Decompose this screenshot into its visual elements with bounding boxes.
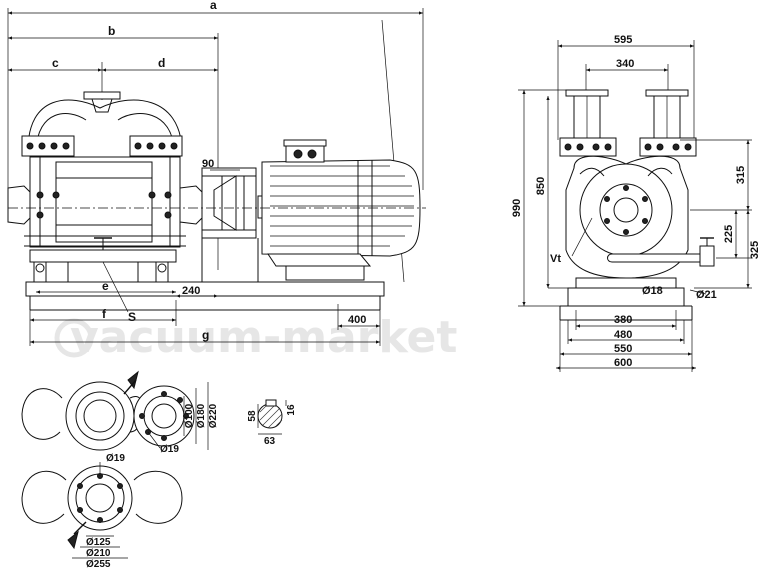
dim-o255-label: Ø255 xyxy=(86,559,111,570)
dim-400-label: 400 xyxy=(348,314,366,326)
dim-o100-top-label: Ø100 xyxy=(184,403,195,428)
dim-f-label: f xyxy=(102,307,107,321)
dim-e-label: e xyxy=(102,279,109,293)
dim-o18-label: Ø18 xyxy=(642,285,663,297)
dim-315-label: 315 xyxy=(735,166,747,184)
side-view: 595 340 xyxy=(511,34,758,372)
dim-240-label: 240 xyxy=(182,285,200,297)
dim-o220-top-label: Ø220 xyxy=(208,403,219,428)
dim-c-label: c xyxy=(52,56,59,70)
dim-d-label: d xyxy=(158,56,165,70)
dim-b-label: b xyxy=(108,24,115,38)
dim-58-label: 58 xyxy=(247,410,258,422)
dim-990-label: 990 xyxy=(511,199,523,217)
dim-550-label: 550 xyxy=(614,343,632,355)
dim-a-label: a xyxy=(210,0,217,12)
vt-label: Vt xyxy=(550,253,561,265)
dim-850-label: 850 xyxy=(535,177,547,195)
dim-325-label: 325 xyxy=(749,241,758,259)
dim-o19-bottom-label: Ø19 xyxy=(106,453,125,464)
dim-595-label: 595 xyxy=(614,34,632,46)
dim-340-label: 340 xyxy=(616,58,634,70)
dim-600-label: 600 xyxy=(614,357,632,369)
dim-63-label: 63 xyxy=(264,436,276,447)
dim-225-label: 225 xyxy=(723,225,735,243)
dim-90-label: 90 xyxy=(202,158,214,170)
key-detail: 58 16 63 xyxy=(247,399,297,447)
dim-o19-top-label: Ø19 xyxy=(160,444,179,455)
dim-o125-label: Ø125 xyxy=(86,537,111,548)
flange-detail-bottom: Ø19 Ø125 Ø210 Ø255 xyxy=(21,453,183,570)
dim-s-label: S xyxy=(128,310,136,324)
dim-o180-top-label: Ø180 xyxy=(196,403,207,428)
dim-480-label: 480 xyxy=(614,329,632,341)
dim-o210-label: Ø210 xyxy=(86,548,111,559)
dim-o21-label: Ø21 xyxy=(696,289,717,301)
flange-detail-top: Ø100 Ø180 Ø220 Ø19 xyxy=(21,370,219,455)
front-view: a b c d xyxy=(7,0,426,346)
dim-g-label: g xyxy=(202,328,209,342)
dim-380-label: 380 xyxy=(614,314,632,326)
dim-16-label: 16 xyxy=(286,404,297,416)
